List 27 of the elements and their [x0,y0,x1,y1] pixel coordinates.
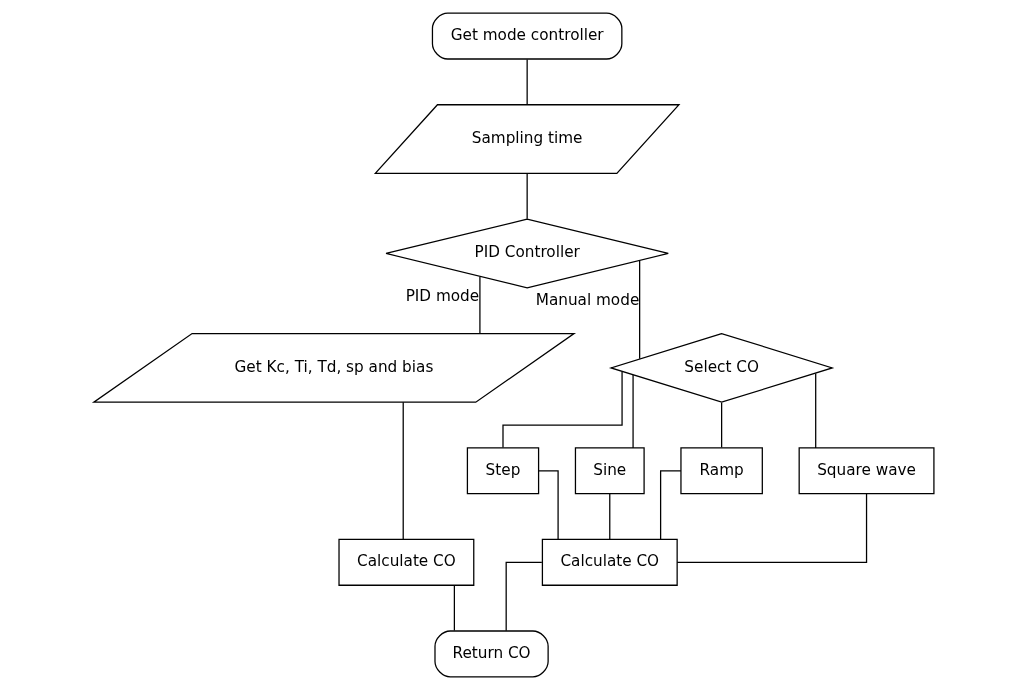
connector [720,402,722,448]
edge-label: PID mode [405,286,479,305]
connector [631,374,634,449]
node-diamond: Select CO [608,332,834,403]
node-box: Ramp [679,447,763,495]
connector [537,470,559,540]
connector [453,584,455,632]
connector [814,372,816,449]
connector [505,561,542,632]
connector [638,260,640,360]
connector [402,401,404,540]
node-box: Square wave [798,447,935,495]
node-box: Return CO [433,630,549,678]
node-box: Sine [574,447,645,495]
connector [526,172,528,220]
connector [501,371,623,449]
connector [526,58,528,106]
edge-label: Manual mode [535,291,639,310]
connector [478,276,481,335]
node-box: Calculate CO [337,538,474,586]
node-box: Step [466,447,539,495]
node-box: Calculate CO [541,538,678,586]
node-diamond: PID Controller [384,218,669,289]
connector [659,470,682,540]
connector [676,493,867,563]
connector [608,493,610,540]
node-box: Get mode controller [431,12,622,60]
